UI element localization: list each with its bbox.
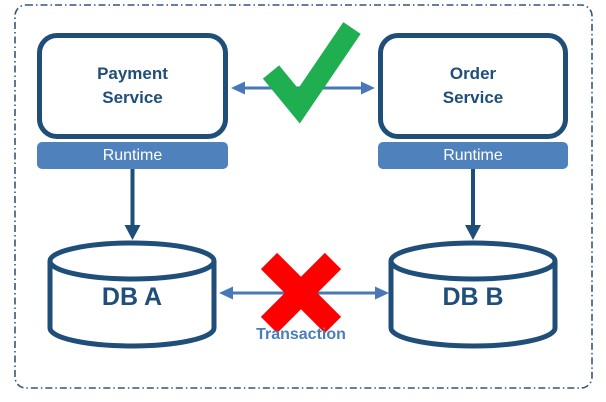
payment-service-label: Payment Service [97,64,168,107]
order-db-arrow [465,169,481,240]
payment-runtime-label: Runtime [102,146,163,164]
db-a-cylinder [47,240,217,349]
payment-db-arrow [124,169,141,240]
order-service-label: Order Service [442,64,504,107]
transaction-label: Transaction [256,326,346,343]
db-b-cylinder [388,240,558,349]
db-b-label: DB B [442,283,504,311]
payment-service-box: Payment Service [37,33,228,139]
system-boundary-dashed-border [14,4,593,389]
cross-icon [260,252,342,334]
order-runtime-bar: Runtime [378,142,568,169]
payment-runtime-bar: Runtime [37,142,228,169]
db-a-label: DB A [101,283,163,311]
order-runtime-label: Runtime [443,146,503,164]
check-icon [262,22,361,124]
order-service-box: Order Service [378,33,568,139]
